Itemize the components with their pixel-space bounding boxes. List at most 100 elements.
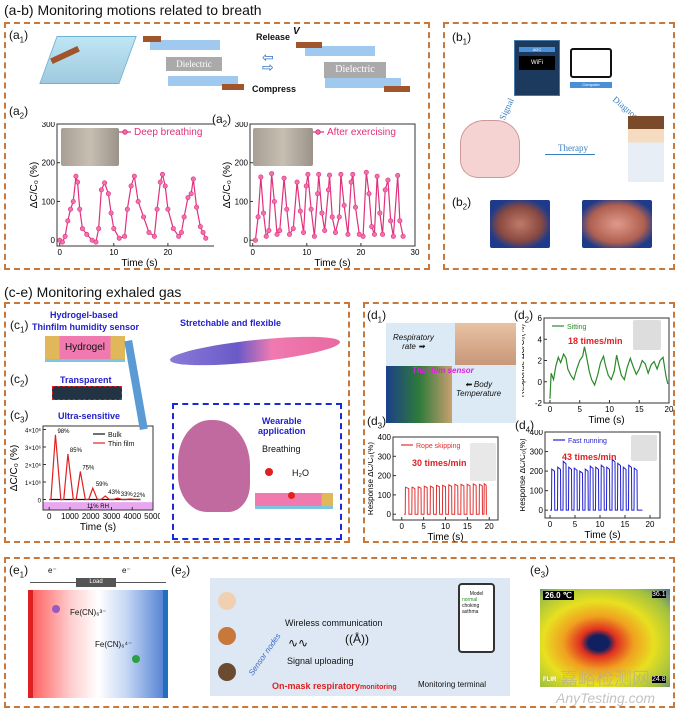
dielectric-layer: Dielectric [166, 57, 222, 71]
load-resistor: Load [76, 578, 116, 587]
legend-label: Deep breathing [134, 127, 202, 138]
data-point [271, 198, 277, 204]
y-tick-label: 100 [235, 197, 249, 206]
data-point [77, 206, 83, 212]
x-tick-label: 10 [302, 248, 311, 257]
rope-photo [470, 443, 496, 481]
breathing-label: Breathing [262, 444, 301, 454]
wearable-box [172, 403, 342, 540]
data-point [308, 206, 314, 212]
data-point [159, 171, 165, 177]
panel-b [443, 22, 675, 270]
doctor-illustration [628, 116, 664, 182]
data-point [89, 237, 95, 243]
panel-e [4, 557, 675, 708]
person-avatar [218, 627, 236, 645]
y-axis-label: Response ΔC/C₀(%) [520, 438, 527, 511]
c1-title-1: Hydrogel-based [50, 310, 119, 320]
mouth-photo [455, 323, 516, 365]
x-tick-label: 20 [665, 405, 674, 414]
computer-monitor [570, 48, 612, 78]
therapy-arrow [545, 154, 595, 155]
data-point [356, 231, 362, 237]
y-tick-label: 400 [378, 434, 392, 442]
panel-c1-label: (c1) [10, 318, 29, 335]
data-point [319, 210, 325, 216]
data-point [128, 183, 134, 189]
panel-e2-label: (e2) [171, 563, 191, 580]
data-point [352, 204, 358, 210]
x-tick-label: 3000 [103, 512, 121, 521]
series-line-rope-skipping [403, 482, 488, 515]
peak-annotation: 59% [96, 482, 109, 488]
panel-c3-label: (c3) [10, 408, 29, 425]
panel-c2-label: (c2) [10, 372, 29, 389]
y-tick-label: 100 [530, 487, 544, 496]
data-point [59, 239, 65, 245]
panel-e3-label: (e3) [530, 563, 550, 580]
computer-label: Computer [570, 82, 612, 88]
x-tick-label: 5 [577, 405, 582, 414]
positive-electrode [163, 590, 168, 698]
y-tick-label: 0 [38, 499, 42, 505]
data-point [348, 179, 354, 185]
data-point [380, 231, 386, 237]
electrode-layer-bottom [325, 78, 401, 88]
x-tick-label: 20 [356, 248, 365, 257]
data-point [290, 226, 296, 232]
data-point [345, 231, 351, 237]
release-label: Release [256, 32, 291, 42]
ultra-sensitive-label: Ultra-sensitive [58, 411, 121, 421]
x-tick-label: 1000 [61, 512, 79, 521]
lungs-illustration [460, 120, 520, 178]
x-axis-label: Time (s) [427, 532, 463, 543]
panel-d3-label: (d3) [367, 414, 387, 431]
data-point [194, 204, 200, 210]
x-tick-label: 5 [421, 522, 426, 531]
y-tick-label: 4×10⁶ [25, 428, 42, 435]
data-point [84, 231, 90, 237]
data-point [96, 226, 102, 232]
data-point [162, 183, 168, 189]
rope-rate: 30 times/min [412, 458, 467, 468]
data-point [374, 173, 380, 179]
wireless-label: Wireless communication [285, 618, 383, 628]
electrochemical-cell [28, 590, 168, 698]
y-tick-label: 100 [42, 197, 56, 206]
data-point [390, 233, 396, 239]
head-illustration [178, 420, 250, 512]
panel-d4-label: (d4) [515, 418, 535, 435]
voltage-label: V [293, 26, 300, 37]
x-tick-label: 0 [57, 248, 62, 257]
panel-a1-label: (a1) [9, 28, 29, 45]
data-point [397, 218, 403, 224]
data-point [266, 228, 272, 234]
data-point [157, 179, 163, 185]
y-tick-label: 400 [530, 430, 544, 437]
data-point [255, 214, 261, 220]
negative-electrode [28, 590, 33, 698]
electrode-layer-bottom [168, 76, 238, 86]
data-point [315, 191, 321, 197]
data-point [286, 231, 292, 237]
fe4-label: Fe(CN)₆⁴⁻ [95, 640, 133, 649]
person-avatar [218, 663, 236, 681]
humidity-band [43, 502, 153, 510]
stretchable-label: Stretchable and flexible [180, 318, 282, 328]
data-point [294, 179, 300, 185]
electrode-contact [143, 36, 161, 42]
data-point [316, 171, 322, 177]
y-tick-label: 0 [244, 236, 249, 245]
panel-d1-label: (d1) [367, 308, 387, 325]
running-rate: 43 times/min [562, 452, 617, 462]
sitting-rate: 18 times/min [568, 336, 623, 346]
ion-fe4 [132, 655, 140, 663]
legend-label: Rope skipping [416, 443, 460, 450]
legend-label: After exercising [327, 127, 396, 138]
wifi-chip: WiFi [519, 56, 555, 70]
series-line-fast-running [550, 458, 643, 511]
data-point [141, 214, 147, 220]
